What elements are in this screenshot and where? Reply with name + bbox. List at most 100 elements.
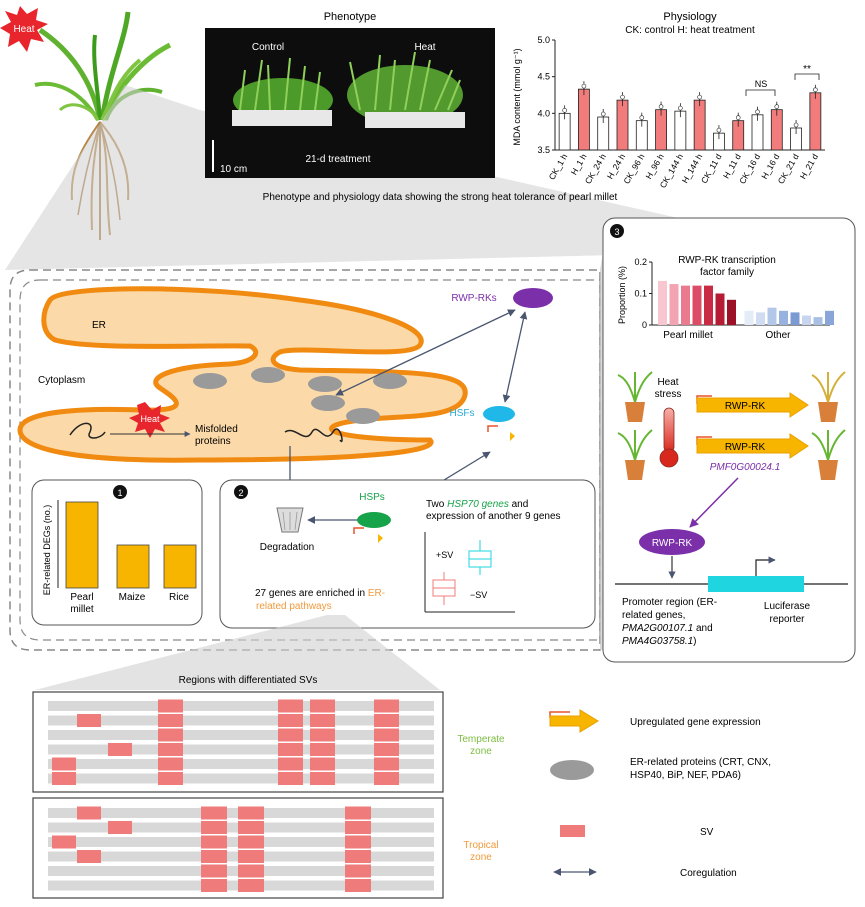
sv-block (278, 757, 303, 771)
sv-block (310, 757, 335, 771)
sv-block (238, 806, 264, 820)
photo-caption: 21-d treatment (305, 154, 370, 165)
physiology-title: Physiology (663, 11, 717, 23)
heat-label: Heat (13, 24, 34, 35)
coreg-rwp-er (335, 309, 516, 396)
sv-block (310, 743, 335, 756)
panel-2-badge (234, 485, 248, 499)
sv-block (310, 772, 335, 785)
cytoplasm-label: Cytoplasm (38, 375, 85, 386)
mda-ytick-label: 4.5 (537, 72, 550, 82)
sv-block (345, 821, 371, 834)
mda-xlabel: H_21 d (798, 152, 821, 181)
sv-row-track (48, 715, 434, 726)
physiology-subtitle: CK: control H: heat treatment (625, 25, 755, 36)
rwp-bar (744, 310, 754, 325)
boxplot-plus-sv (432, 572, 456, 605)
mda-point (813, 87, 818, 93)
mda-point (581, 83, 587, 89)
mda-point (716, 127, 722, 133)
mda-bar (616, 99, 629, 151)
rwp-rk-gene-label-1: RWP-RK (725, 401, 766, 412)
mda-point (755, 109, 760, 115)
regions-title: Regions with differentiated SVs (179, 675, 318, 686)
rwp-bar (813, 317, 823, 325)
sv-block (201, 835, 227, 849)
rwp-bar (658, 280, 667, 325)
promoter-text-3: PMA2G00107.1 and (622, 623, 713, 634)
photo-scale-label: 10 cm (220, 164, 247, 175)
pot-plant-icon-3 (617, 429, 653, 480)
pot-plant-icon-2 (811, 371, 846, 422)
promoter-text-4: PMA4G03758.1) (622, 636, 697, 647)
sv-block (374, 757, 399, 771)
rwp-bar (692, 285, 702, 325)
sv-block (158, 699, 183, 713)
sv-block (278, 728, 303, 742)
panel-1-bar (163, 544, 197, 589)
panel-2-enriched-1: 27 genes are enriched in ER- (255, 588, 385, 599)
hsf-gene-arrow-icon (487, 425, 515, 441)
mda-bar (693, 99, 706, 151)
rwp-bar (727, 299, 736, 325)
sv-block (77, 850, 101, 863)
panel-1-ylabel: ER-related DEGs (no.) (42, 505, 52, 596)
legend-upregulated-label: Upregulated gene expression (630, 717, 761, 728)
misfolded-label-1: Misfolded (195, 424, 238, 435)
luciferase-label-2: reporter (769, 614, 805, 625)
heat-burst-icon: Heat (0, 6, 48, 52)
sv-block (345, 879, 371, 892)
heat-stress-1: Heat (657, 377, 678, 388)
legend-coreg-label: Coregulation (680, 868, 737, 879)
sv-block (201, 850, 227, 863)
luciferase-promoter-arrow (755, 556, 776, 576)
rwp-bar (704, 285, 713, 325)
mda-bar (809, 92, 822, 151)
rwp-chart-title-1: RWP-RK transcription (678, 255, 776, 266)
plus-sv-label: +SV (436, 550, 453, 560)
misfolded-label-2: proteins (195, 436, 231, 447)
sv-block (310, 714, 335, 727)
degradation-label: Degradation (260, 542, 314, 553)
sv-block (238, 879, 264, 892)
hsfs-protein (483, 406, 515, 422)
er-protein-icon (550, 760, 594, 780)
rwp-ytick-label: 0 (642, 320, 647, 330)
sv-block (374, 699, 399, 713)
legend-er-proteins: ER-related proteins (CRT, CNX, HSP40, Bi… (550, 757, 771, 781)
mda-point (620, 94, 625, 100)
sv-block (201, 821, 227, 834)
annotation-stars: ** (803, 64, 811, 75)
legend-er-label-1: ER-related proteins (CRT, CNX, (630, 757, 771, 768)
panel-1-bar-label-rice: Rice (169, 592, 189, 603)
panel-1-bar-label-maize: Maize (119, 592, 146, 603)
panel-1-badge (113, 485, 127, 499)
sv-row-track (48, 773, 434, 784)
mda-ytick-label: 4.0 (537, 108, 550, 118)
mda-ytick-label: 3.5 (537, 145, 550, 155)
mda-ylabel: MDA content (mmol g⁻¹) (512, 48, 522, 145)
panel-2-number: 2 (238, 488, 243, 498)
annotation-ns: NS (755, 79, 768, 89)
legend-sv: SV (560, 825, 714, 838)
rwp-bar (715, 293, 725, 325)
rwp-bar (681, 285, 690, 325)
sv-block (201, 864, 227, 878)
tropical-label-2: zone (470, 852, 492, 863)
rwp-chart-title-2: factor family (700, 267, 754, 278)
mda-point (658, 104, 664, 109)
rwp-bar (767, 307, 777, 325)
rwp-chart-ylabel: Proportion (%) (617, 266, 627, 324)
panel-1-bar-label-pm-2: millet (70, 604, 94, 615)
mda-point (735, 115, 741, 120)
panel-1-number: 1 (117, 488, 122, 498)
sv-block (52, 835, 76, 849)
temperate-sv-rows (48, 699, 434, 785)
heat-stress-2: stress (655, 389, 682, 400)
mda-bar (578, 88, 590, 151)
temperate-label-1: Temperate (457, 734, 505, 745)
sv-block (310, 699, 335, 713)
mda-point (793, 122, 799, 128)
sv-block (278, 714, 303, 727)
misfolded-protein-icon (284, 428, 343, 443)
